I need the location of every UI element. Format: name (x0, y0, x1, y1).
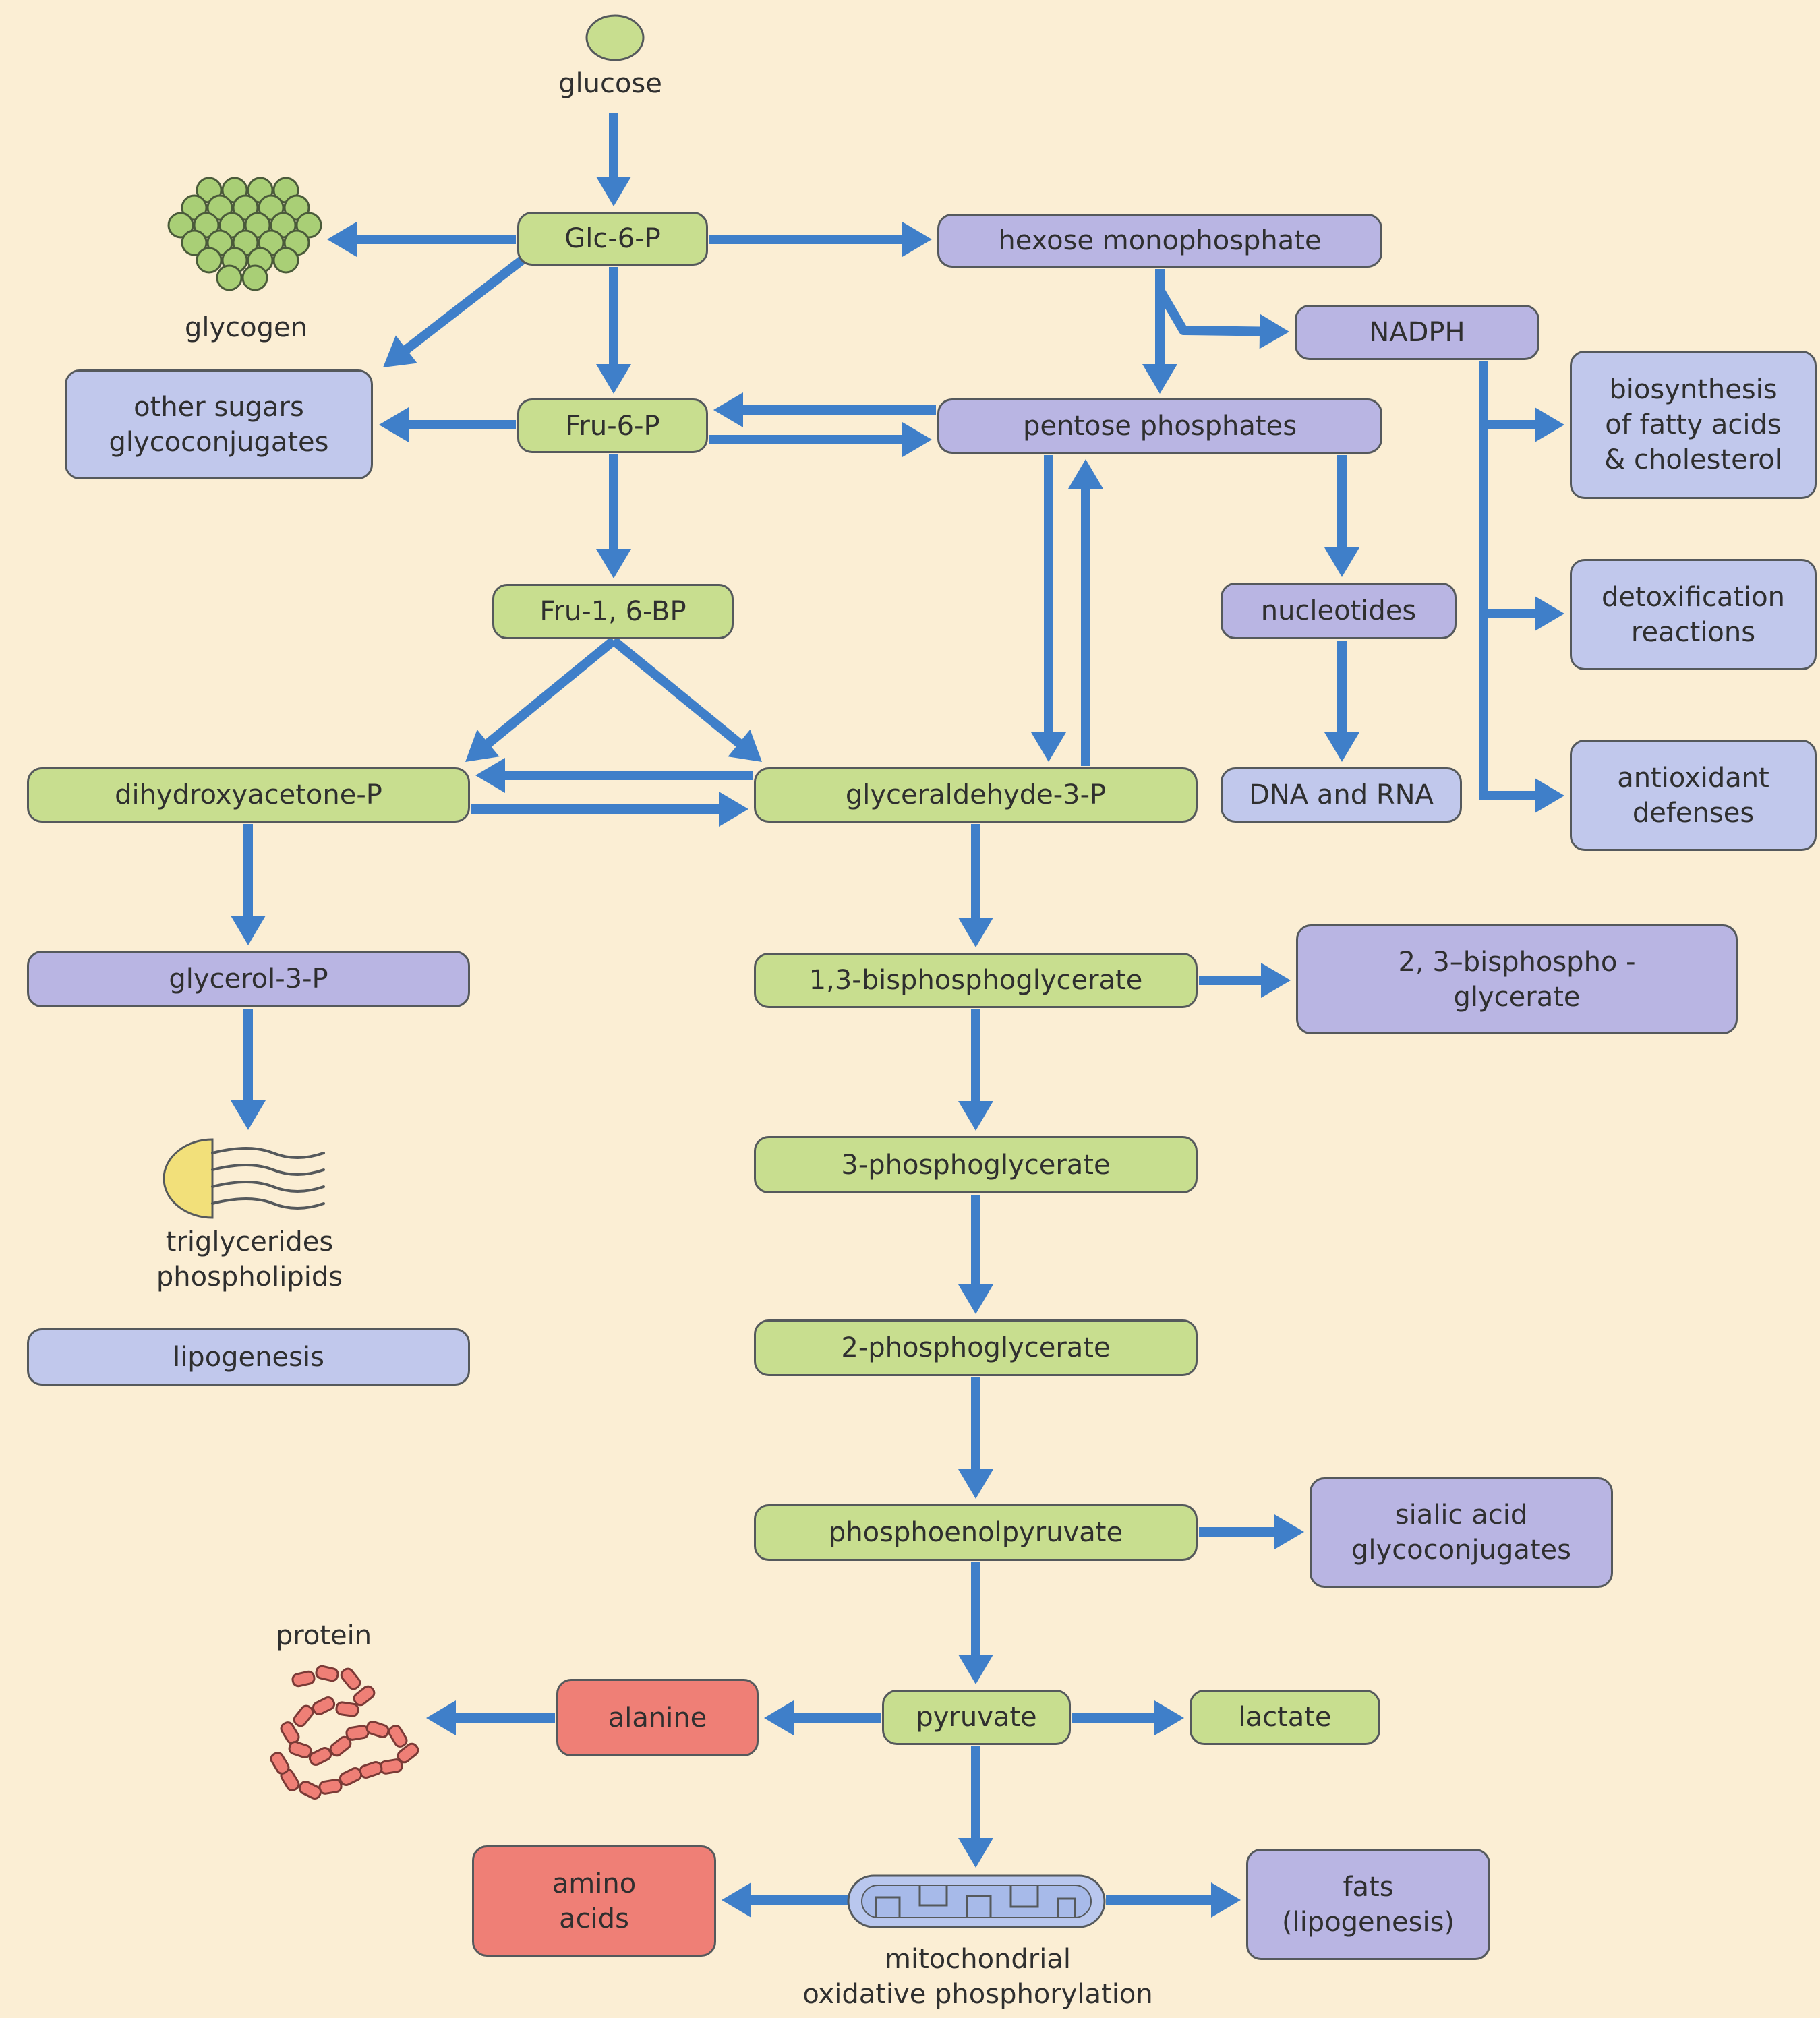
node-fru-1-6-bp: Fru-1, 6-BP (492, 584, 734, 639)
arrow-g3p-to-13bpg-arrowhead (958, 918, 993, 947)
arrow-alanine-to-protein-arrowhead (426, 1700, 456, 1735)
arrow-pep-to-sialic-arrowhead (1274, 1514, 1304, 1549)
glucose-label: glucose (558, 68, 662, 99)
arrow-fru16bp-to-g3p (610, 636, 743, 748)
arrow-nadph-to-antioxidant-arrowhead (1535, 778, 1564, 813)
node-dihydroxyacetone-p: dihydroxyacetone-P (27, 767, 470, 823)
arrow-13bpg-to-23bpg-arrowhead (1261, 963, 1291, 998)
arrow-pep-to-pyruvate-arrowhead (958, 1655, 993, 1684)
node-alanine: alanine (556, 1679, 759, 1756)
arrow-dhap-to-g3p-arrowhead (719, 792, 748, 827)
arrow-pyruvate-to-mitochondria-arrowhead (958, 1838, 993, 1868)
mitochondrial-label: mitochondrial oxidative phosphorylation (802, 1944, 1153, 2010)
arrow-g3p-to-dhap-arrowhead (475, 758, 505, 793)
arrow-hexose-to-nadph (1155, 287, 1262, 336)
arrow-nadph-to-fatty-acids-arrowhead (1535, 407, 1564, 442)
arrow-3pg-to-2pg-arrowhead (958, 1284, 993, 1314)
arrow-glc6p-to-other-sugars-arrowhead (383, 335, 417, 367)
arrow-2pg-to-pep-arrowhead (958, 1469, 993, 1499)
arrow-pentose-to-g3p-arrowhead (1031, 732, 1066, 762)
node-phosphoenolpyruvate: phosphoenolpyruvate (754, 1504, 1198, 1561)
arrow-nucleotides-to-dna-arrowhead (1324, 732, 1359, 762)
arrow-glc6p-to-hexose-arrowhead (902, 222, 932, 257)
arrow-13bpg-to-3pg-arrowhead (958, 1101, 993, 1131)
node-3-phosphoglycerate: 3-phosphoglycerate (754, 1136, 1198, 1193)
node-glc-6-p: Glc-6-P (517, 212, 708, 266)
arrow-dhap-to-glycerol3p-arrowhead (231, 916, 266, 945)
arrow-glucose-to-glc6p-arrowhead (596, 177, 631, 206)
arrow-pentose-to-fru6p-arrowhead (713, 392, 743, 427)
protein-label: protein (275, 1620, 372, 1651)
node-antioxidant-defenses: antioxidant defenses (1570, 740, 1817, 851)
node-fru-6-p: Fru-6-P (517, 398, 708, 453)
protein-icon (270, 1665, 419, 1800)
node-lactate: lactate (1190, 1690, 1380, 1745)
node-fatty-acid-biosynthesis: biosynthesis of fatty acids & cholestero… (1570, 351, 1817, 499)
node-glyceraldehyde-3-p: glyceraldehyde-3-P (754, 767, 1198, 823)
arrow-fru6p-to-fru16bp-arrowhead (596, 549, 631, 578)
node-nadph: NADPH (1295, 305, 1539, 360)
arrow-fru16bp-to-dhap-arrowhead (465, 730, 500, 762)
glucose-icon (585, 14, 645, 61)
arrow-mito-to-amino-acids-arrowhead (722, 1882, 751, 1918)
arrow-glc6p-to-other-sugars (402, 256, 526, 354)
arrow-hexose-to-nadph-arrowhead (1259, 314, 1289, 349)
arrow-fru6p-to-pentose-arrowhead (902, 422, 932, 457)
lipid-icon (163, 1138, 325, 1219)
node-lipogenesis: lipogenesis (27, 1328, 470, 1386)
mitochondrion-icon (847, 1874, 1106, 1928)
arrow-g3p-to-pentose-arrowhead (1068, 459, 1103, 489)
node-dna-rna: DNA and RNA (1221, 767, 1462, 823)
arrow-fru16bp-to-dhap (484, 636, 617, 748)
node-amino-acids: amino acids (472, 1845, 716, 1957)
arrow-fru16bp-to-g3p-arrowhead (728, 730, 762, 762)
arrow-nadph-to-detox-arrowhead (1535, 596, 1564, 631)
node-glycerol-3-p: glycerol-3-P (27, 951, 470, 1007)
triglycerides-label: triglycerides phospholipids (156, 1226, 343, 1293)
arrow-glc6p-to-fru6p-arrowhead (596, 364, 631, 394)
arrow-pentose-to-nucleotides-arrowhead (1324, 547, 1359, 577)
node-pyruvate: pyruvate (882, 1690, 1071, 1745)
node-nucleotides: nucleotides (1221, 583, 1457, 639)
arrow-pyruvate-to-lactate-arrowhead (1154, 1700, 1184, 1735)
arrow-glc6p-to-glycogen-arrowhead (327, 222, 357, 257)
node-other-sugars: other sugars glycoconjugates (65, 369, 373, 479)
node-2-3-bisphosphoglycerate: 2, 3–bisphospho - glycerate (1296, 924, 1738, 1034)
arrow-pyruvate-to-alanine-arrowhead (764, 1700, 794, 1735)
arrow-mito-to-fats-arrowhead (1211, 1882, 1241, 1918)
node-pentose-phosphates: pentose phosphates (937, 398, 1382, 454)
glycogen-icon (167, 177, 322, 291)
node-fats: fats (lipogenesis) (1246, 1849, 1490, 1960)
node-sialic-acid: sialic acid glycoconjugates (1310, 1477, 1613, 1588)
arrow-hexose-to-pentose-arrowhead (1142, 364, 1177, 394)
arrow-glycerol3p-to-lipids-arrowhead (231, 1100, 266, 1130)
glycogen-label: glycogen (185, 312, 307, 343)
node-1-3-bisphosphoglycerate: 1,3-bisphosphoglycerate (754, 953, 1198, 1008)
node-detoxification: detoxification reactions (1570, 559, 1817, 670)
node-hexose-monophosphate: hexose monophosphate (937, 214, 1382, 268)
arrow-fru6p-to-other-sugars-arrowhead (379, 407, 409, 442)
node-2-phosphoglycerate: 2-phosphoglycerate (754, 1319, 1198, 1376)
